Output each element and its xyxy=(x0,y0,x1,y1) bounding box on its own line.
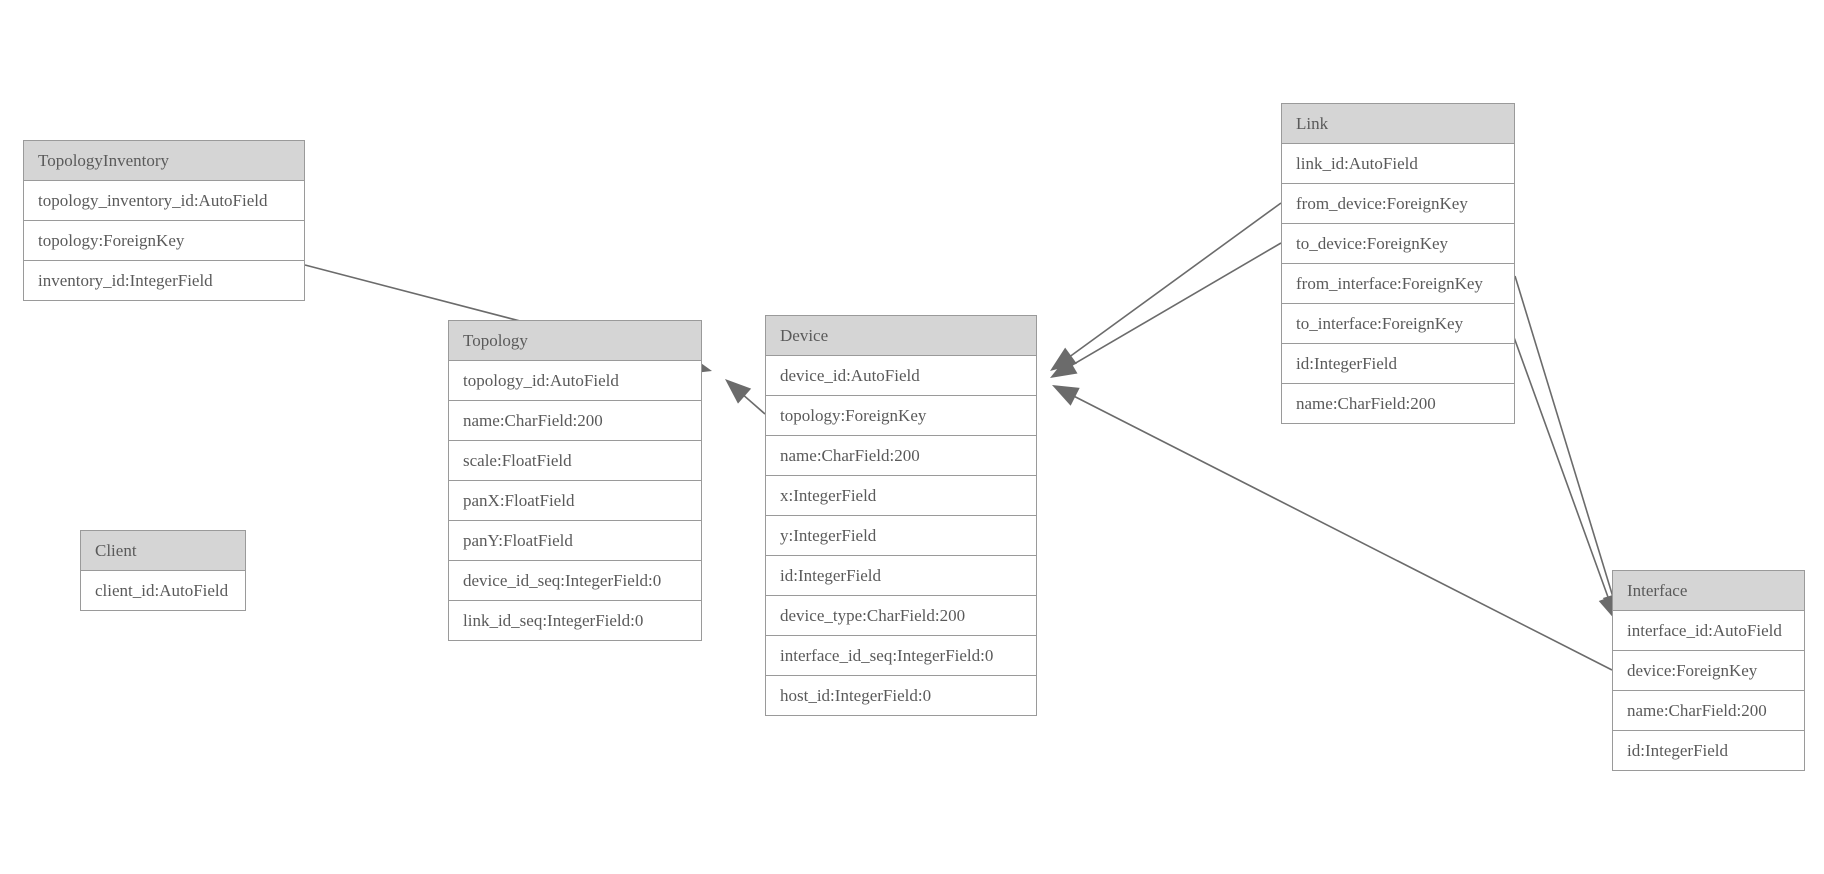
entity-title-topology_inventory: TopologyInventory xyxy=(23,140,305,181)
relationship-link-to_interface-interface xyxy=(1506,317,1618,622)
entity-field-link-2[interactable]: to_device:ForeignKey xyxy=(1281,224,1515,264)
relationship-arrowhead xyxy=(725,379,752,404)
relationship-line xyxy=(1065,242,1282,370)
relationship-arrowhead xyxy=(1050,356,1078,378)
relationship-link-to_device-device xyxy=(1050,242,1282,378)
entity-field-interface-2[interactable]: name:CharField:200 xyxy=(1612,691,1805,731)
relationship-line xyxy=(1064,202,1282,361)
entity-field-topology_inventory-1[interactable]: topology:ForeignKey xyxy=(23,221,305,261)
entity-field-topology-2[interactable]: scale:FloatField xyxy=(448,441,702,481)
entity-field-topology-0[interactable]: topology_id:AutoField xyxy=(448,361,702,401)
entity-field-device-4[interactable]: y:IntegerField xyxy=(765,516,1037,556)
entity-field-link-0[interactable]: link_id:AutoField xyxy=(1281,144,1515,184)
relationship-line xyxy=(1514,275,1616,603)
entity-field-link-3[interactable]: from_interface:ForeignKey xyxy=(1281,264,1515,304)
relationship-arrowhead xyxy=(1052,385,1080,406)
entity-field-topology-3[interactable]: panX:FloatField xyxy=(448,481,702,521)
relationship-interface-device-device xyxy=(1052,385,1613,671)
entity-field-topology-6[interactable]: link_id_seq:IntegerField:0 xyxy=(448,601,702,641)
entity-field-interface-3[interactable]: id:IntegerField xyxy=(1612,731,1805,771)
relationship-arrowhead xyxy=(1050,347,1077,371)
entity-title-client: Client xyxy=(80,530,246,571)
entity-field-device-6[interactable]: device_type:CharField:200 xyxy=(765,596,1037,636)
entity-field-link-1[interactable]: from_device:ForeignKey xyxy=(1281,184,1515,224)
entity-title-link: Link xyxy=(1281,103,1515,144)
relationship-line xyxy=(1068,392,1613,671)
entity-field-topology-5[interactable]: device_id_seq:IntegerField:0 xyxy=(448,561,702,601)
entity-field-topology-4[interactable]: panY:FloatField xyxy=(448,521,702,561)
entity-field-device-8[interactable]: host_id:IntegerField:0 xyxy=(765,676,1037,716)
entity-field-device-2[interactable]: name:CharField:200 xyxy=(765,436,1037,476)
entity-field-device-7[interactable]: interface_id_seq:IntegerField:0 xyxy=(765,636,1037,676)
entity-field-link-4[interactable]: to_interface:ForeignKey xyxy=(1281,304,1515,344)
entity-title-topology: Topology xyxy=(448,320,702,361)
relationship-line xyxy=(1506,317,1612,605)
entity-field-device-1[interactable]: topology:ForeignKey xyxy=(765,396,1037,436)
relationship-device-topology xyxy=(725,379,766,415)
entity-field-device-0[interactable]: device_id:AutoField xyxy=(765,356,1037,396)
entity-title-interface: Interface xyxy=(1612,570,1805,611)
entity-field-topology-1[interactable]: name:CharField:200 xyxy=(448,401,702,441)
entity-field-client-0[interactable]: client_id:AutoField xyxy=(80,571,246,611)
entity-field-link-6[interactable]: name:CharField:200 xyxy=(1281,384,1515,424)
relationship-link-from_interface-interface xyxy=(1514,275,1622,620)
entity-field-device-3[interactable]: x:IntegerField xyxy=(765,476,1037,516)
entity-field-device-5[interactable]: id:IntegerField xyxy=(765,556,1037,596)
relationship-link-from_device-device xyxy=(1050,202,1282,371)
entity-field-interface-1[interactable]: device:ForeignKey xyxy=(1612,651,1805,691)
entity-field-topology_inventory-2[interactable]: inventory_id:IntegerField xyxy=(23,261,305,301)
entity-title-device: Device xyxy=(765,315,1037,356)
entity-field-interface-0[interactable]: interface_id:AutoField xyxy=(1612,611,1805,651)
entity-field-topology_inventory-0[interactable]: topology_inventory_id:AutoField xyxy=(23,181,305,221)
entity-field-link-5[interactable]: id:IntegerField xyxy=(1281,344,1515,384)
relationship-line xyxy=(738,390,766,415)
